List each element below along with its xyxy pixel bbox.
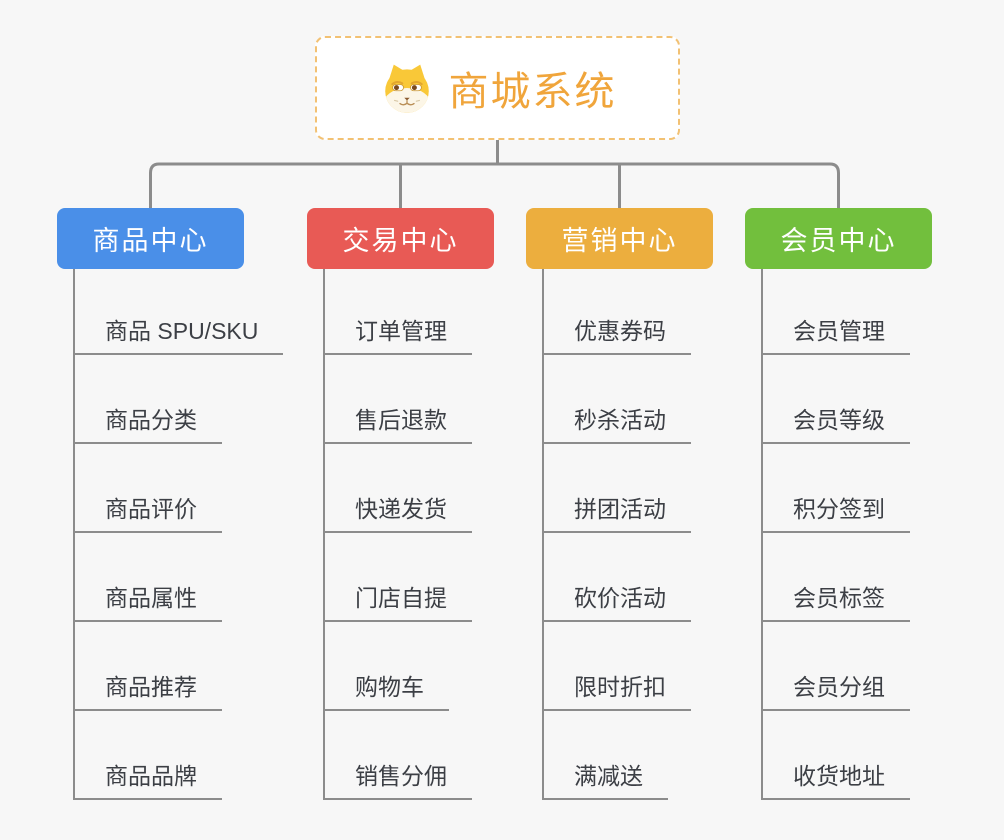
shiba-dog-icon [384,64,429,113]
leaf-item--[interactable]: 商品品牌 [73,758,222,800]
leaf-item--[interactable]: 订单管理 [323,313,472,355]
branch-header-1[interactable]: 商品中心 [57,208,244,269]
branch-trunk-line-3 [542,269,544,800]
leaf-item--[interactable]: 门店自提 [323,580,472,622]
leaf-item--[interactable]: 收货地址 [761,758,910,800]
leaf-item--[interactable]: 秒杀活动 [542,402,691,444]
leaf-item--[interactable]: 会员管理 [761,313,910,355]
leaf-item--[interactable]: 满减送 [542,758,668,800]
leaf-item--[interactable]: 销售分佣 [323,758,472,800]
branch-trunk-line-4 [761,269,763,800]
root-title: 商城系统 [448,70,617,114]
leaf-item--[interactable]: 会员分组 [761,669,910,711]
leaf-item--[interactable]: 商品属性 [73,580,222,622]
leaf-item--[interactable]: 商品推荐 [73,669,222,711]
leaf-item--[interactable]: 会员等级 [761,402,910,444]
leaf-item--[interactable]: 会员标签 [761,580,910,622]
branch-trunk-line-2 [323,269,325,800]
leaf-item--[interactable]: 售后退款 [323,402,472,444]
branch-header-2[interactable]: 交易中心 [307,208,494,269]
leaf-item--[interactable]: 快递发货 [323,491,472,533]
branch-trunk-line-1 [73,269,75,800]
leaf-item--[interactable]: 购物车 [323,669,449,711]
leaf-item--spu-sku[interactable]: 商品 SPU/SKU [73,313,284,355]
leaf-item--[interactable]: 优惠券码 [542,313,691,355]
branch-header-4[interactable]: 会员中心 [745,208,932,269]
leaf-item--[interactable]: 积分签到 [761,491,910,533]
leaf-item--[interactable]: 拼团活动 [542,491,691,533]
branch-rail-line [149,162,840,209]
leaf-item--[interactable]: 限时折扣 [542,669,691,711]
leaf-item--[interactable]: 砍价活动 [542,580,691,622]
root-node[interactable]: 商城系统 [315,36,680,140]
leaf-item--[interactable]: 商品评价 [73,491,222,533]
leaf-item--[interactable]: 商品分类 [73,402,222,444]
branch-header-3[interactable]: 营销中心 [526,208,713,269]
